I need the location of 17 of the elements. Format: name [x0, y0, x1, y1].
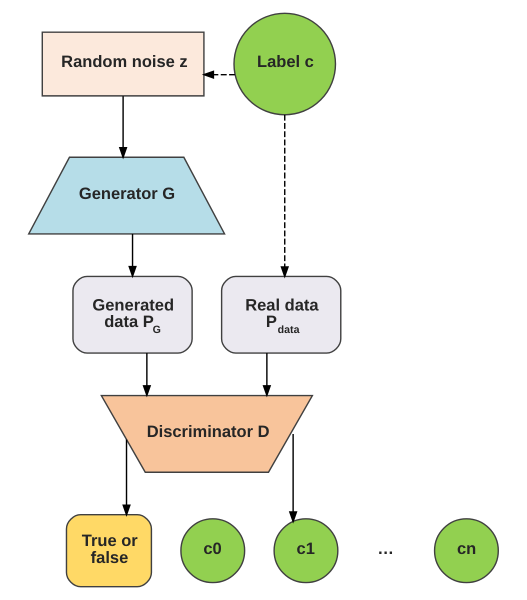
arrow [280, 114, 290, 279]
arrow [128, 234, 137, 278]
node-box: Generated data P$_{G}$ [72, 276, 193, 354]
label: … [377, 540, 394, 558]
node-circle: c1 [273, 518, 339, 584]
arrow [202, 70, 235, 79]
arrow [122, 440, 131, 517]
node-circle: Label c [233, 12, 336, 116]
arrow [142, 353, 152, 398]
arrow [288, 434, 298, 524]
node-box: Random noise z [42, 31, 205, 97]
node-circle: cn [434, 518, 499, 584]
node-circle: c0 [180, 518, 246, 584]
node-box: Real data P$_{data}$ [220, 276, 342, 354]
node-box: True or false [66, 514, 152, 588]
arrow [118, 96, 128, 160]
arrow [262, 353, 272, 398]
